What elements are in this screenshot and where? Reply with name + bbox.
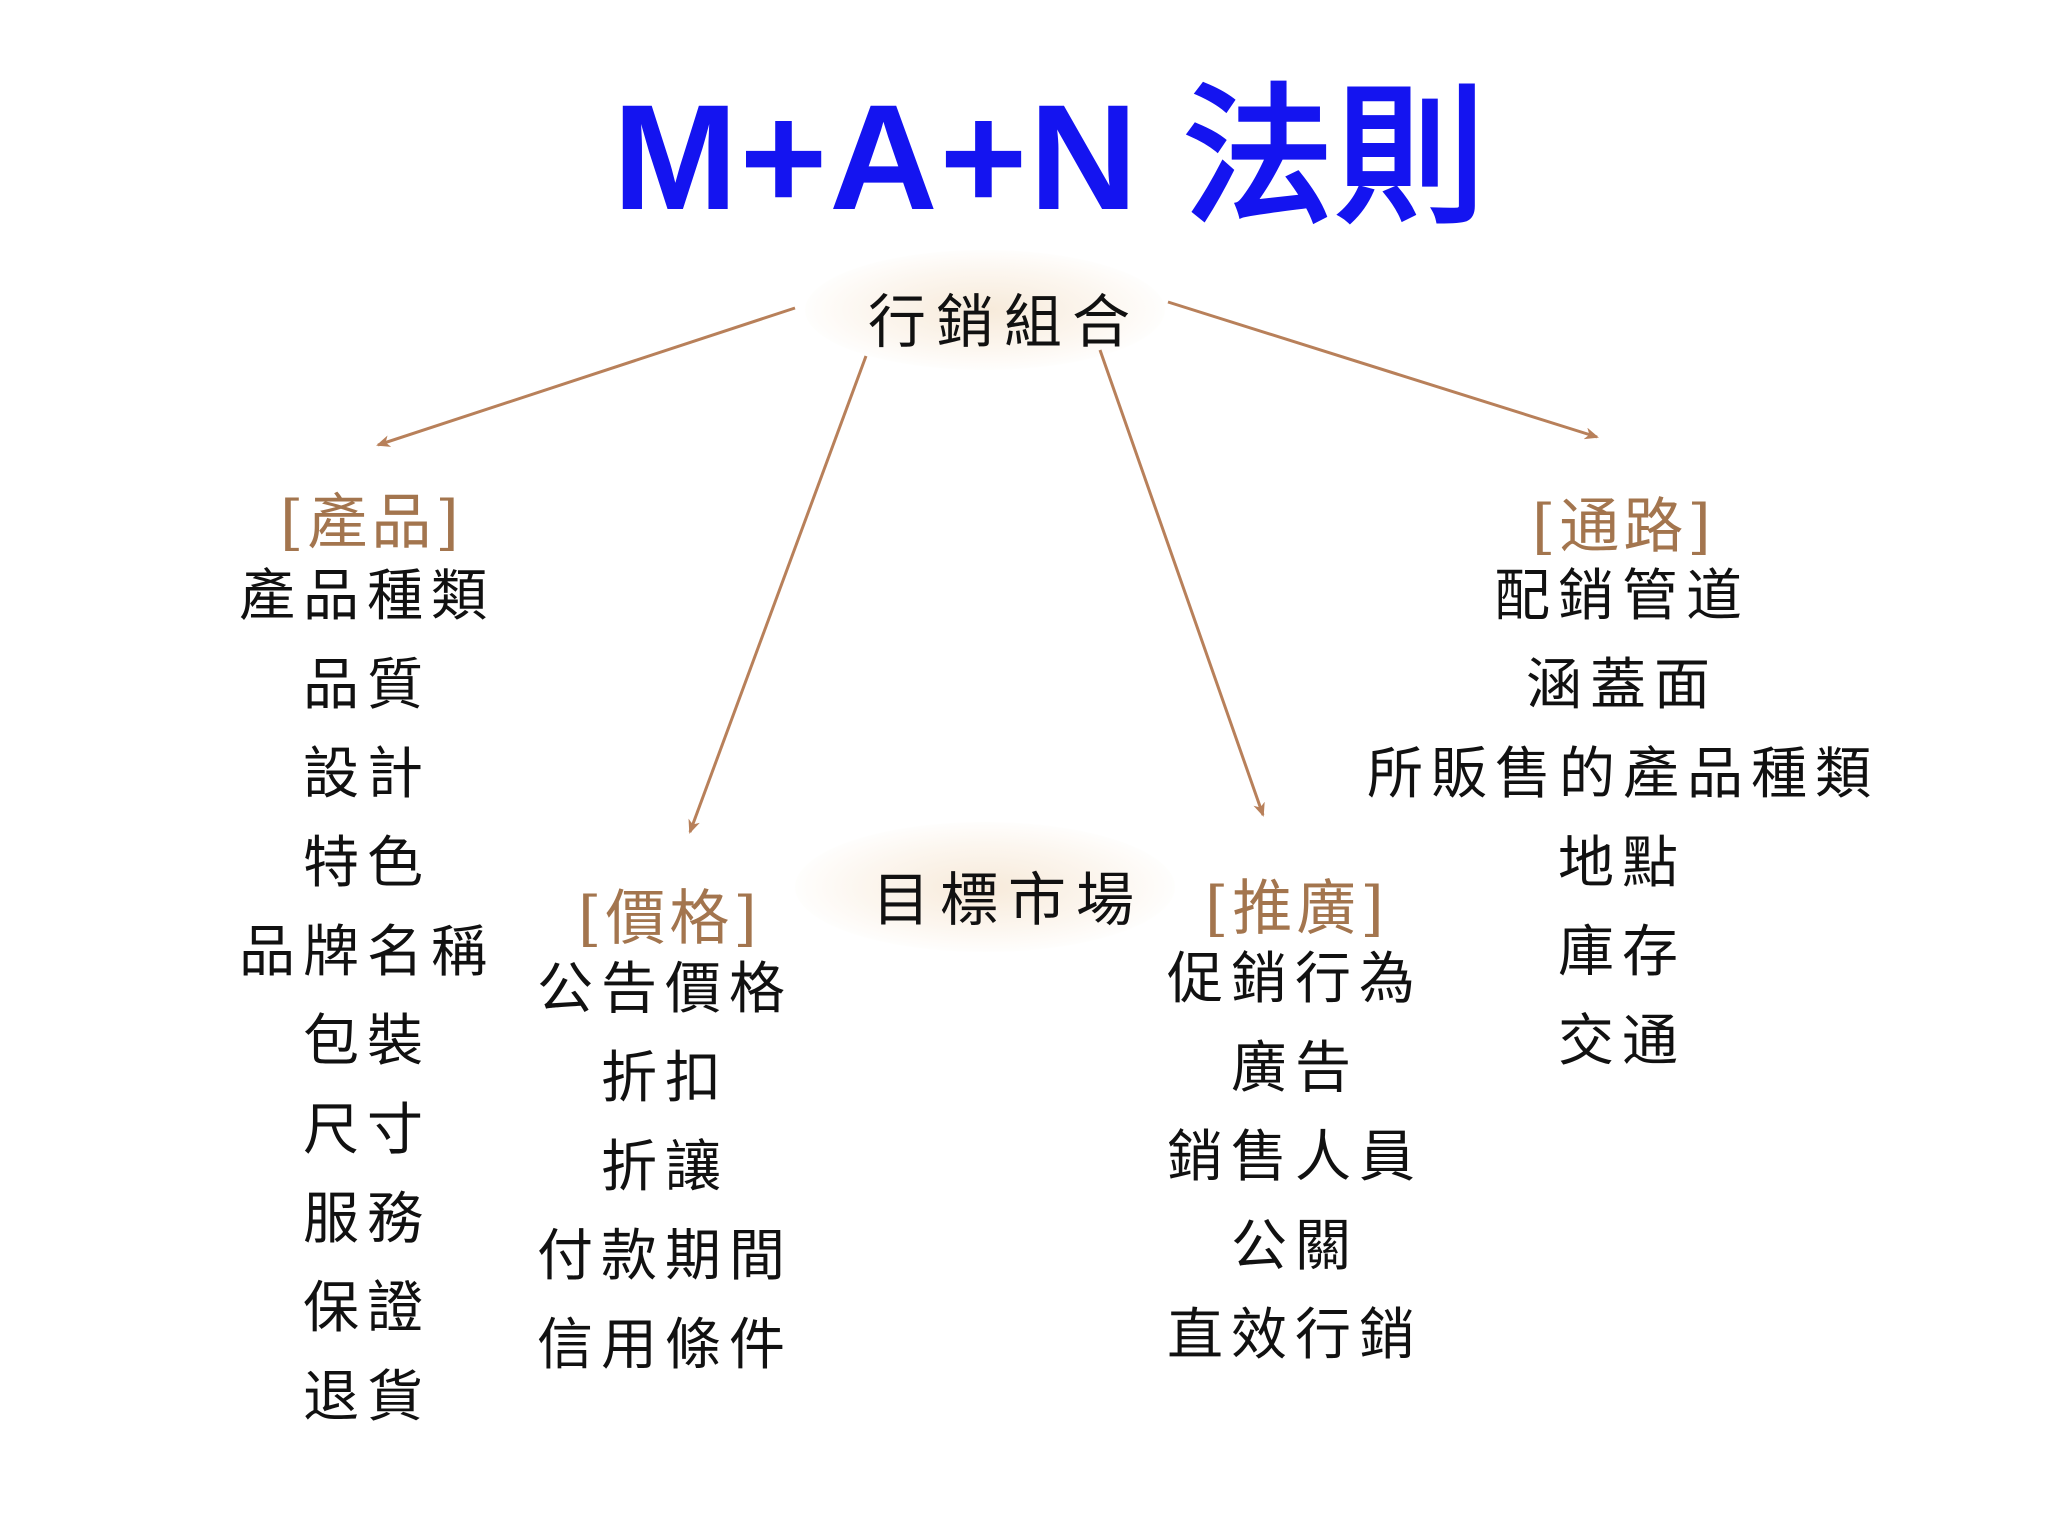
category-promotion-list: 促銷行為 廣告 銷售人員 公關 直效行銷 (1163, 935, 1427, 1380)
list-item: 設計 (303, 742, 431, 807)
list-item: 銷售人員 (1167, 1125, 1423, 1190)
list-item: 直效行銷 (1167, 1303, 1423, 1368)
list-item: 服務 (303, 1187, 431, 1252)
list-item: 品質 (303, 653, 431, 718)
list-item: 配銷管道 (1494, 564, 1750, 629)
page-title: M+A+N 法則 (612, 73, 1488, 241)
category-price-list: 公告價格 折扣 折讓 付款期間 信用條件 (535, 945, 795, 1390)
target-market-node: 目標市場 (872, 866, 1145, 934)
list-item: 涵蓋面 (1526, 653, 1718, 718)
list-item: 品牌名稱 (239, 920, 495, 985)
list-item: 庫存 (1558, 920, 1686, 985)
arrow-to-price (688, 355, 868, 834)
list-item: 退貨 (303, 1365, 431, 1430)
marketing-mix-node: 行銷組合 (868, 288, 1141, 356)
list-item: 地點 (1558, 831, 1686, 896)
list-item: 廣告 (1231, 1036, 1359, 1101)
arrow-to-promotion (1098, 349, 1265, 817)
list-item: 公告價格 (537, 957, 793, 1022)
category-product-label: [產品] (280, 488, 463, 558)
list-item: 折扣 (601, 1046, 729, 1111)
list-item: 特色 (303, 831, 431, 896)
list-item: 保證 (303, 1276, 431, 1341)
list-item: 折讓 (601, 1135, 729, 1200)
category-promotion-label: [推廣] (1205, 874, 1388, 944)
category-price-label: [價格] (578, 884, 761, 954)
category-product-list: 產品種類 品質 設計 特色 品牌名稱 包裝 尺寸 服務 保證 退貨 (237, 552, 497, 1442)
center-highlight (805, 250, 1165, 370)
list-item: 所販售的產品種類 (1367, 742, 1879, 807)
list-item: 促銷行為 (1167, 947, 1423, 1012)
list-item: 尺寸 (303, 1098, 431, 1163)
list-item: 公關 (1231, 1214, 1359, 1279)
list-item: 付款期間 (537, 1224, 793, 1289)
arrow-to-place (1167, 300, 1599, 440)
list-item: 產品種類 (239, 564, 495, 629)
arrow-to-product (376, 306, 796, 447)
list-item: 包裝 (303, 1009, 431, 1074)
list-item: 信用條件 (537, 1313, 793, 1378)
list-item: 交通 (1558, 1009, 1686, 1074)
category-place-label: [通路] (1532, 492, 1715, 562)
category-place-list: 配銷管道 涵蓋面 所販售的產品種類 地點 庫存 交通 (1367, 552, 1877, 1086)
target-highlight (795, 822, 1175, 952)
